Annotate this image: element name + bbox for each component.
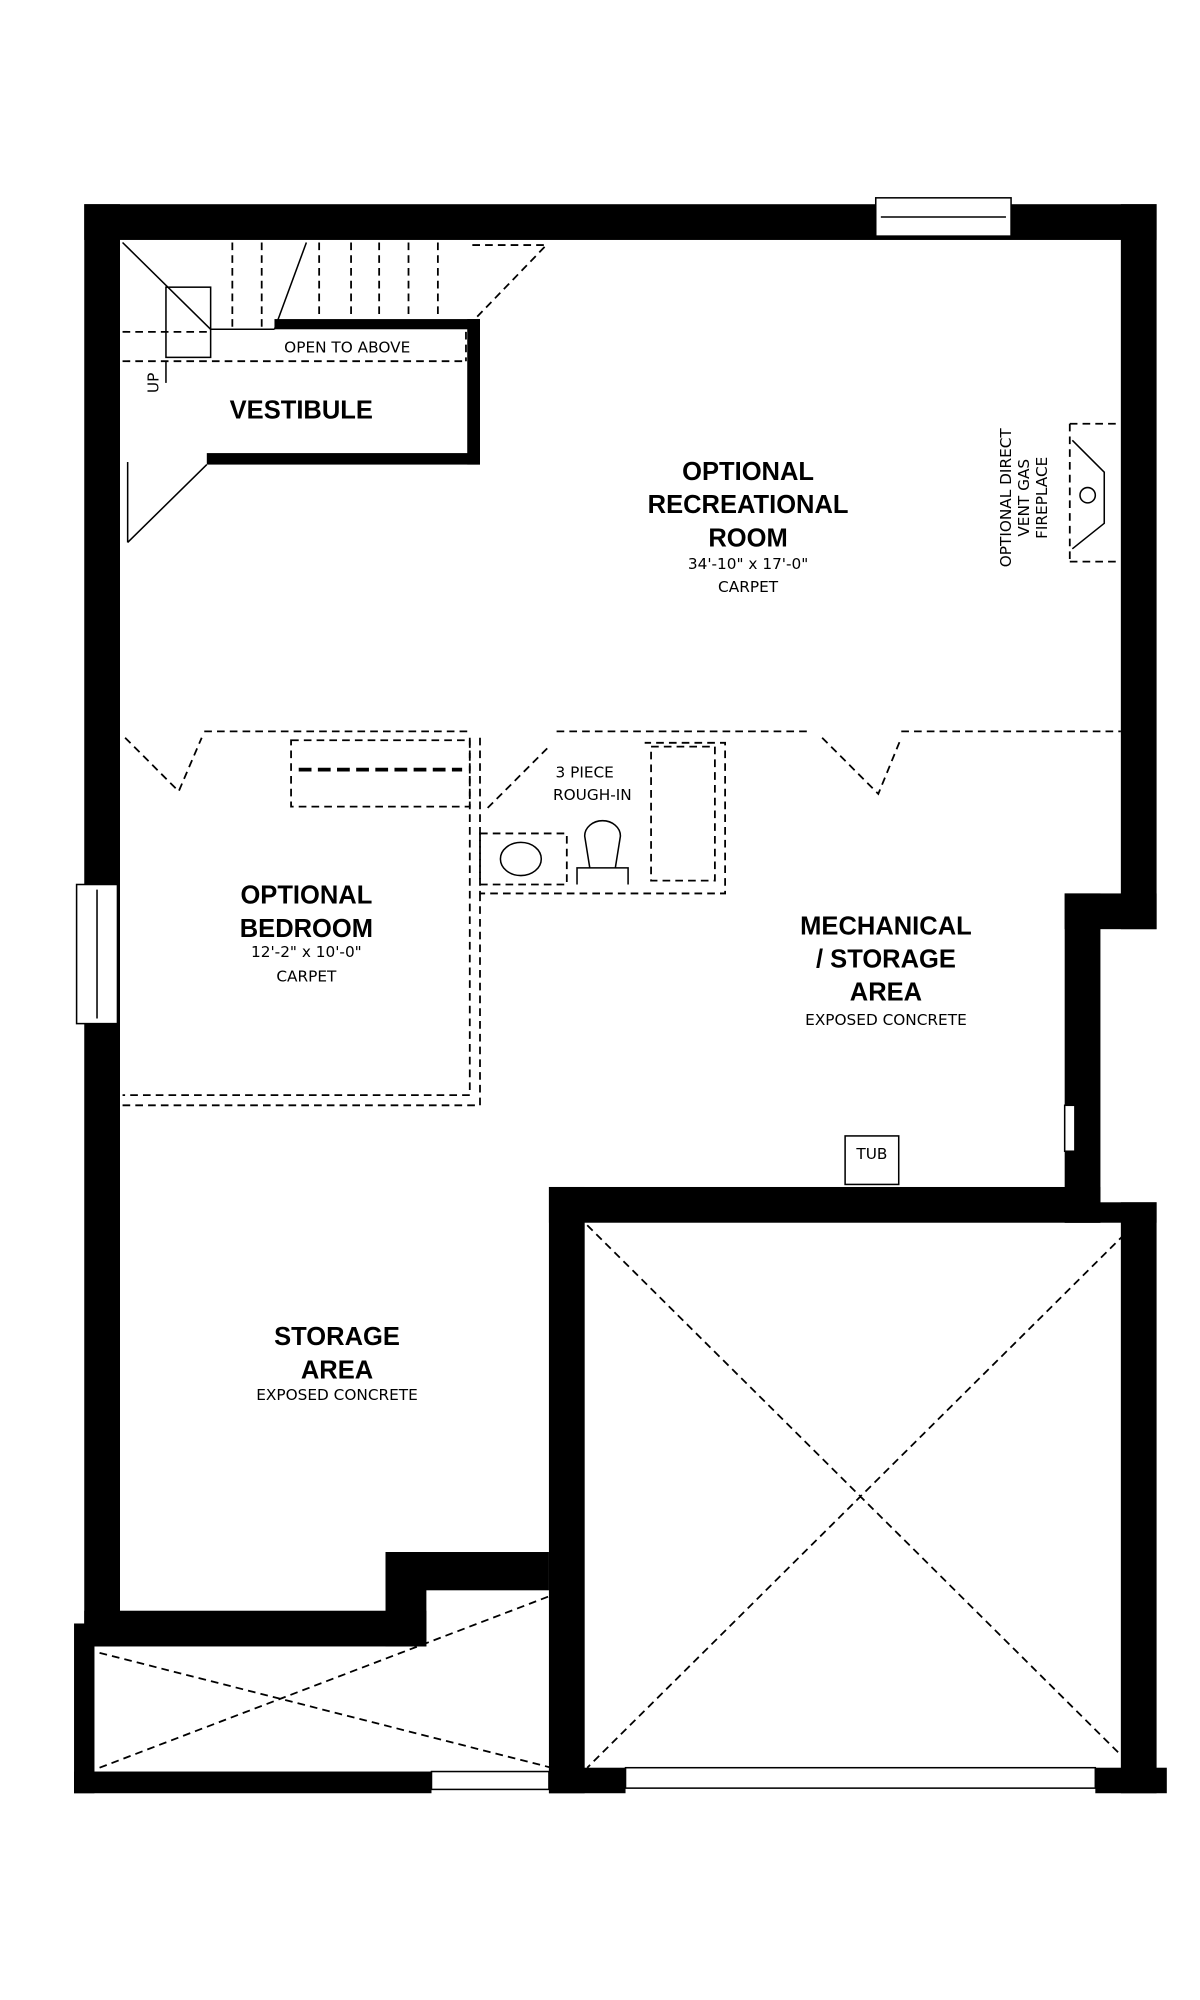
rec-room-size: 34'-10" x 17'-0" xyxy=(688,555,808,573)
storage-floor: EXPOSED CONCRETE xyxy=(256,1386,418,1404)
rec-room-floor: CARPET xyxy=(718,578,779,596)
rough-in-label-2: ROUGH-IN xyxy=(553,786,632,804)
bedroom-size: 12'-2" x 10'-0" xyxy=(251,943,362,961)
rec-room-name-2: RECREATIONAL xyxy=(648,491,849,519)
storage-name-2: AREA xyxy=(301,1356,373,1384)
rough-in-label-1: 3 PIECE xyxy=(556,763,614,781)
tub-label: TUB xyxy=(855,1145,887,1163)
storage-name-1: STORAGE xyxy=(274,1323,400,1351)
open-to-above-label: OPEN TO ABOVE xyxy=(284,338,410,356)
interior-partitions xyxy=(122,422,1121,1107)
windows xyxy=(75,197,1097,1791)
mechanical-name-3: AREA xyxy=(850,979,922,1007)
tub-box xyxy=(844,1135,900,1186)
sink-icon xyxy=(499,841,543,877)
fixtures xyxy=(499,439,1106,1186)
rec-room-name-1: OPTIONAL xyxy=(682,458,814,486)
bedroom-name-1: OPTIONAL xyxy=(240,882,372,910)
mechanical-name-2: / STORAGE xyxy=(816,945,956,973)
fireplace-icon xyxy=(1071,439,1106,550)
fireplace-label-3: FIREPLACE xyxy=(1033,457,1051,539)
rec-room-name-3: ROOM xyxy=(708,524,787,552)
mechanical-floor: EXPOSED CONCRETE xyxy=(805,1011,967,1029)
stairs xyxy=(122,241,549,543)
bedroom-name-2: BEDROOM xyxy=(240,915,373,943)
vestibule-label: VESTIBULE xyxy=(230,397,373,425)
fireplace-label: OPTIONAL DIRECT VENT GAS FIREPLACE xyxy=(997,428,1051,568)
fireplace-label-2: VENT GAS xyxy=(1015,459,1033,537)
mechanical-name-1: MECHANICAL xyxy=(800,912,972,940)
bedroom-floor: CARPET xyxy=(276,967,337,985)
open-area-markers xyxy=(99,1224,1135,1769)
stairs-up-label: UP xyxy=(144,373,162,393)
fireplace-label-1: OPTIONAL DIRECT xyxy=(997,428,1015,568)
toilet-icon xyxy=(576,819,629,885)
